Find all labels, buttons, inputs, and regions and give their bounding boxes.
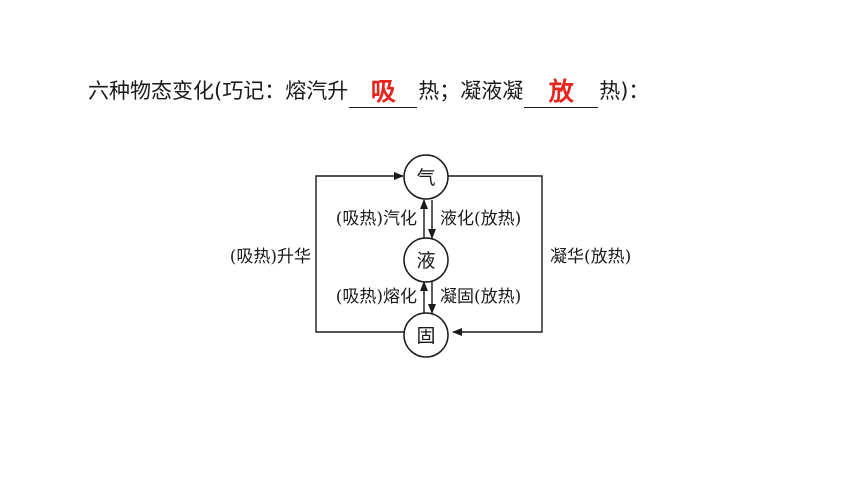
heading-middle: 热；凝液凝 [418,79,524,103]
liquid-node [403,237,449,283]
vaporization-label: (吸热)汽化 [336,209,417,229]
deposition-arrow [448,175,543,336]
heading-suffix: 热)： [599,79,650,103]
solid-node-label: 固 [416,325,435,347]
heading-prefix: 六种物态变化(巧记：熔汽升 [88,79,349,103]
liquid-node-label: 液 [416,250,435,272]
heading-line: 六种物态变化(巧记：熔汽升吸热；凝液凝放 热)： [88,74,649,108]
gas-node-label: 气 [416,167,435,189]
freezing-label: 凝固(放热) [440,287,521,307]
gas-node [403,154,449,200]
answer-blank-2: 放 [524,77,599,108]
sublimation-arrow [315,172,407,333]
answer-absorb: 吸 [370,77,396,106]
sublimation-label: (吸热)升华 [230,247,311,267]
solid-node [403,312,449,358]
answer-release: 放 [548,77,574,106]
melting-label: (吸热)熔化 [336,287,417,307]
liquefaction-label: 液化(放热) [440,209,521,229]
answer-blank-1: 吸 [349,77,418,108]
deposition-label: 凝华(放热) [550,247,631,267]
